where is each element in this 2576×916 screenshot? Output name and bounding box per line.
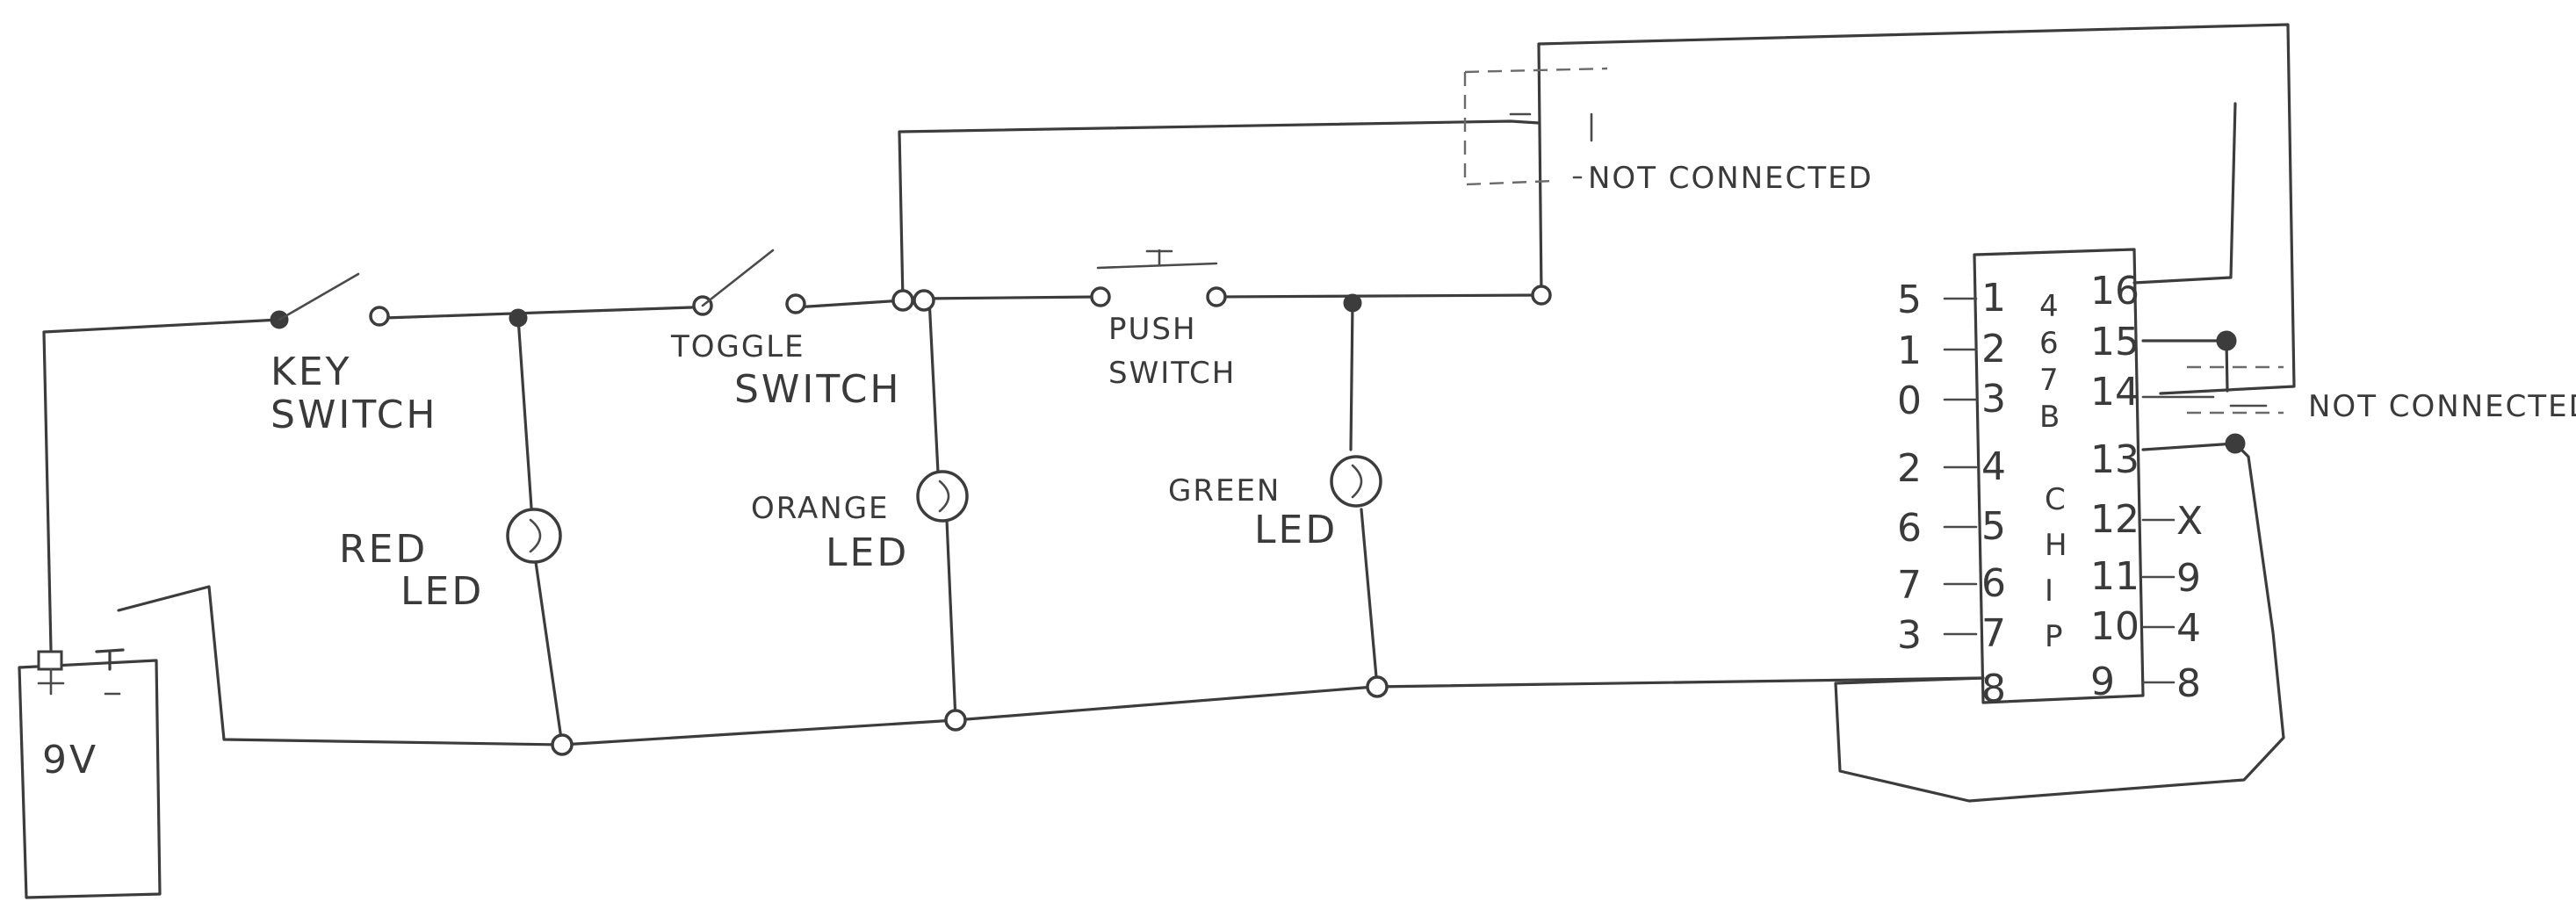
chip-pin-outer-label: 1 bbox=[1897, 328, 1922, 373]
chip-pin-number: 3 bbox=[1981, 377, 2006, 422]
battery-voltage: 9V bbox=[42, 738, 98, 783]
chip-pin-outer-label: 3 bbox=[1897, 613, 1922, 658]
chip-bottom-loop bbox=[1834, 442, 2285, 803]
chip-pin-outer-label: 6 bbox=[1897, 506, 1922, 551]
not-connected-top-box bbox=[1463, 67, 1608, 186]
top-rail bbox=[42, 293, 1543, 652]
chip-pin-number: 5 bbox=[1981, 504, 2006, 549]
chip-pin-number: 14 bbox=[2090, 370, 2139, 415]
green-led-label-2: LED bbox=[1254, 508, 1338, 552]
chip-pin-outer-label: 5 bbox=[1897, 278, 1922, 322]
chip-title-letter: I bbox=[2045, 573, 2055, 609]
bottom-rail bbox=[117, 585, 1985, 747]
chip-pin-outer-label: X bbox=[2176, 499, 2203, 544]
toggle-switch-label-1: TOGGLE bbox=[670, 329, 805, 364]
chip-inner-digit: 6 bbox=[2039, 326, 2060, 361]
chip-inner-digit: 7 bbox=[2039, 363, 2060, 398]
toggle-switch bbox=[692, 249, 806, 316]
junction-nodes bbox=[509, 285, 2246, 756]
chip-pin-number: 16 bbox=[2090, 269, 2139, 314]
chip-pin-number: 4 bbox=[1981, 444, 2006, 489]
chip-pin-number: 1 bbox=[1981, 276, 2006, 321]
chip-pin-number: 11 bbox=[2090, 554, 2139, 599]
green-led-label-1: GREEN bbox=[1168, 473, 1281, 508]
pin15-13-wires bbox=[2141, 339, 2237, 451]
chip-pin-outer-label: 2 bbox=[1897, 446, 1922, 491]
push-switch-label-2: SWITCH bbox=[1108, 356, 1236, 391]
upper-loop-wire bbox=[898, 23, 2296, 395]
chip-left-pins: 1 5 2 1 3 0 4 2 5 6 6 7 7 3 8 bbox=[1897, 276, 2006, 711]
not-connected-right-box bbox=[2141, 365, 2284, 415]
chip-inner-digit: B bbox=[2039, 400, 2061, 435]
chip-title-letter: H bbox=[2045, 528, 2069, 563]
chip-right-pins: 16 15 14 13 12 X 11 9 10 4 9 8 bbox=[2090, 269, 2203, 706]
chip-pin-number: 9 bbox=[2090, 660, 2115, 704]
chip-pin-outer-label: 4 bbox=[2176, 606, 2201, 651]
red-led bbox=[506, 508, 562, 564]
chip-pin-outer-label: 0 bbox=[1897, 379, 1922, 423]
not-connected-right-label: NOT CONNECTED bbox=[2308, 389, 2576, 424]
chip-pin-outer-label: 7 bbox=[1897, 563, 1922, 608]
orange-led-label-1: ORANGE bbox=[751, 491, 890, 526]
not-connected-top-label: NOT CONNECTED bbox=[1588, 161, 1873, 196]
chip-pin-number: 12 bbox=[2090, 497, 2139, 542]
orange-led bbox=[916, 470, 969, 523]
toggle-switch-label-2: SWITCH bbox=[734, 367, 902, 412]
push-switch-label-1: PUSH bbox=[1108, 312, 1197, 347]
key-switch bbox=[270, 272, 390, 329]
chip-inner-digit: 4 bbox=[2039, 289, 2060, 324]
chip-pin-number: 13 bbox=[2090, 437, 2139, 482]
chip-pin-number: 15 bbox=[2090, 320, 2139, 364]
chip-pin-number: 6 bbox=[1981, 561, 2006, 606]
red-led-label-1: RED bbox=[339, 527, 428, 572]
red-led-label-2: LED bbox=[400, 569, 484, 614]
chip-title-letter: P bbox=[2045, 619, 2065, 654]
key-switch-label-2: SWITCH bbox=[271, 393, 438, 437]
green-led bbox=[1330, 455, 1382, 508]
chip-pin-number: 10 bbox=[2090, 604, 2139, 649]
pin16-wire bbox=[2132, 102, 2237, 285]
led-branches bbox=[516, 297, 1379, 747]
push-switch bbox=[1090, 249, 1227, 307]
key-switch-label-1: KEY bbox=[271, 350, 352, 394]
chip-pin-outer-label: 9 bbox=[2176, 556, 2201, 601]
chip-pin-number: 8 bbox=[1981, 667, 2006, 711]
orange-led-label-2: LED bbox=[826, 530, 909, 575]
chip-pin-number: 2 bbox=[1981, 327, 2006, 371]
battery bbox=[18, 648, 162, 899]
chip-title-letter: C bbox=[2045, 482, 2067, 517]
chip-pin-number: 7 bbox=[1981, 611, 2006, 656]
chip-pin-outer-label: 8 bbox=[2176, 661, 2201, 706]
chip bbox=[1973, 248, 2145, 704]
